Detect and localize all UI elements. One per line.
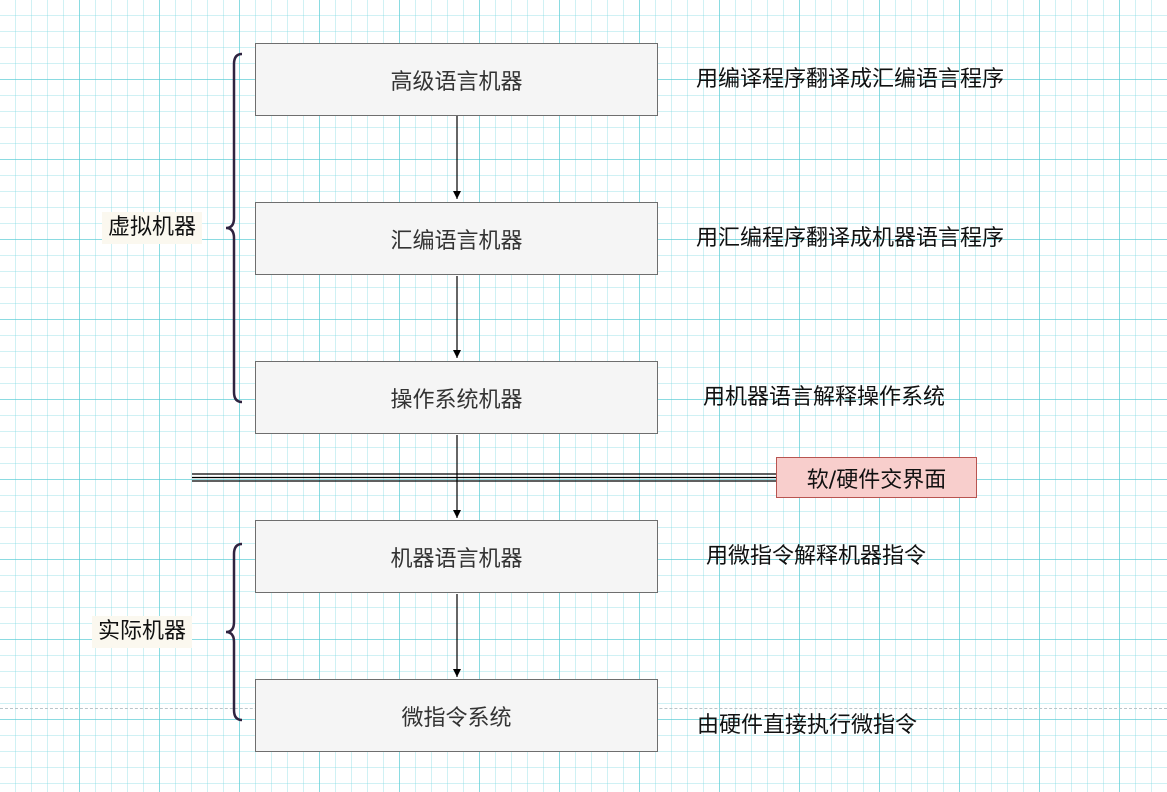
desc-interpret-os: 用机器语言解释操作系统 (703, 385, 946, 410)
desc-compile-to-assembly: 用编译程序翻译成汇编语言程序 (696, 67, 1005, 92)
virtual-machine-label: 虚拟机器 (102, 212, 203, 244)
box-assembly-language-machine: 汇编语言机器 (255, 202, 658, 275)
real-machine-brace (225, 542, 243, 722)
desc-interpret-machine-instructions: 用微指令解释机器指令 (706, 544, 927, 569)
box-machine-language-machine: 机器语言机器 (255, 520, 658, 593)
box-high-level-language-machine: 高级语言机器 (255, 43, 658, 116)
real-machine-label: 实际机器 (92, 616, 193, 648)
desc-hardware-executes: 由硬件直接执行微指令 (697, 713, 918, 738)
box-microinstruction-system: 微指令系统 (255, 679, 658, 752)
virtual-machine-brace (225, 52, 243, 404)
software-hardware-interface-label: 软/硬件交界面 (776, 457, 977, 498)
box-operating-system-machine: 操作系统机器 (255, 361, 658, 434)
desc-assemble-to-machine: 用汇编程序翻译成机器语言程序 (696, 226, 1005, 251)
interface-double-line (192, 473, 776, 482)
